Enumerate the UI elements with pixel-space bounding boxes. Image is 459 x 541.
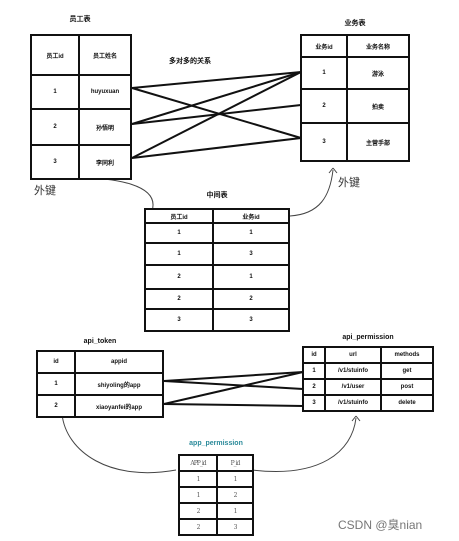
table-cell: 2 [302, 378, 326, 396]
business-col-id: 业务id [300, 34, 348, 58]
table-cell: 李同利 [78, 144, 132, 180]
table-cell: shiyoling的app [74, 372, 164, 396]
table-cell: 1 [212, 222, 290, 244]
table-cell: 3 [216, 518, 254, 536]
api-permission-col-methods: methods [380, 346, 434, 364]
app-permission-col-p-id: P_id [216, 454, 254, 472]
table-cell: post [380, 378, 434, 396]
api-token-col-appid: appid [74, 350, 164, 374]
table-cell: 3 [212, 242, 290, 266]
table-cell: 孙悟明 [78, 108, 132, 146]
employee-table-title: 员工表 [69, 16, 91, 23]
foreign-key-left: 外键 [34, 184, 56, 197]
table-cell: 2 [216, 486, 254, 504]
table-cell: 1 [30, 74, 80, 110]
table-cell: get [380, 362, 434, 380]
api-permission-title: api_permission [342, 334, 394, 341]
table-cell: 3 [144, 308, 214, 332]
table-cell: 1 [144, 222, 214, 244]
table-cell: /v1/stuinfo [324, 394, 382, 412]
watermark: CSDN @臭nian [338, 518, 423, 532]
table-cell: 3 [302, 394, 326, 412]
table-cell: 3 [212, 308, 290, 332]
table-cell: 游泳 [346, 56, 410, 90]
middle-table-title: 中间表 [206, 192, 228, 199]
middle-col-employee-id: 员工id [144, 208, 214, 224]
table-cell: huyuxuan [78, 74, 132, 110]
table-cell: /v1/user [324, 378, 382, 396]
table-cell: 2 [30, 108, 80, 146]
foreign-key-right: 外键 [338, 176, 360, 189]
api-token-title: api_token [83, 338, 117, 345]
employee-col-name: 员工姓名 [78, 34, 132, 76]
table-cell: 2 [178, 502, 218, 520]
table-cell: 2 [300, 88, 348, 124]
business-col-name: 业务名称 [346, 34, 410, 58]
table-cell: /v1/stuinfo [324, 362, 382, 380]
table-cell: 2 [144, 288, 214, 310]
table-cell: 1 [178, 486, 218, 504]
table-cell: 1 [144, 242, 214, 266]
api-permission-col-id: id [302, 346, 326, 364]
api-permission-col-url: url [324, 346, 382, 364]
business-table-title: 业务表 [344, 20, 366, 27]
table-cell: 1 [300, 56, 348, 90]
table-cell: 1 [178, 470, 218, 488]
app-permission-title: app_permission [189, 440, 243, 447]
app-permission-col-app-id: APP_id [178, 454, 218, 472]
table-cell: 1 [212, 264, 290, 290]
table-cell: 2 [36, 394, 76, 418]
table-cell: 主营手部 [346, 122, 410, 162]
table-cell: 拍卖 [346, 88, 410, 124]
table-cell: delete [380, 394, 434, 412]
api-token-col-id: id [36, 350, 76, 374]
table-cell: 2 [178, 518, 218, 536]
table-cell: 2 [212, 288, 290, 310]
table-cell: 1 [302, 362, 326, 380]
table-cell: 3 [300, 122, 348, 162]
table-cell: 3 [30, 144, 80, 180]
table-cell: xiaoyanfei的app [74, 394, 164, 418]
employee-col-id: 员工id [30, 34, 80, 76]
table-cell: 1 [216, 502, 254, 520]
relation-label: 多对多的关系 [169, 58, 211, 65]
table-cell: 2 [144, 264, 214, 290]
table-cell: 1 [216, 470, 254, 488]
middle-col-business-id: 业务id [212, 208, 290, 224]
table-cell: 1 [36, 372, 76, 396]
